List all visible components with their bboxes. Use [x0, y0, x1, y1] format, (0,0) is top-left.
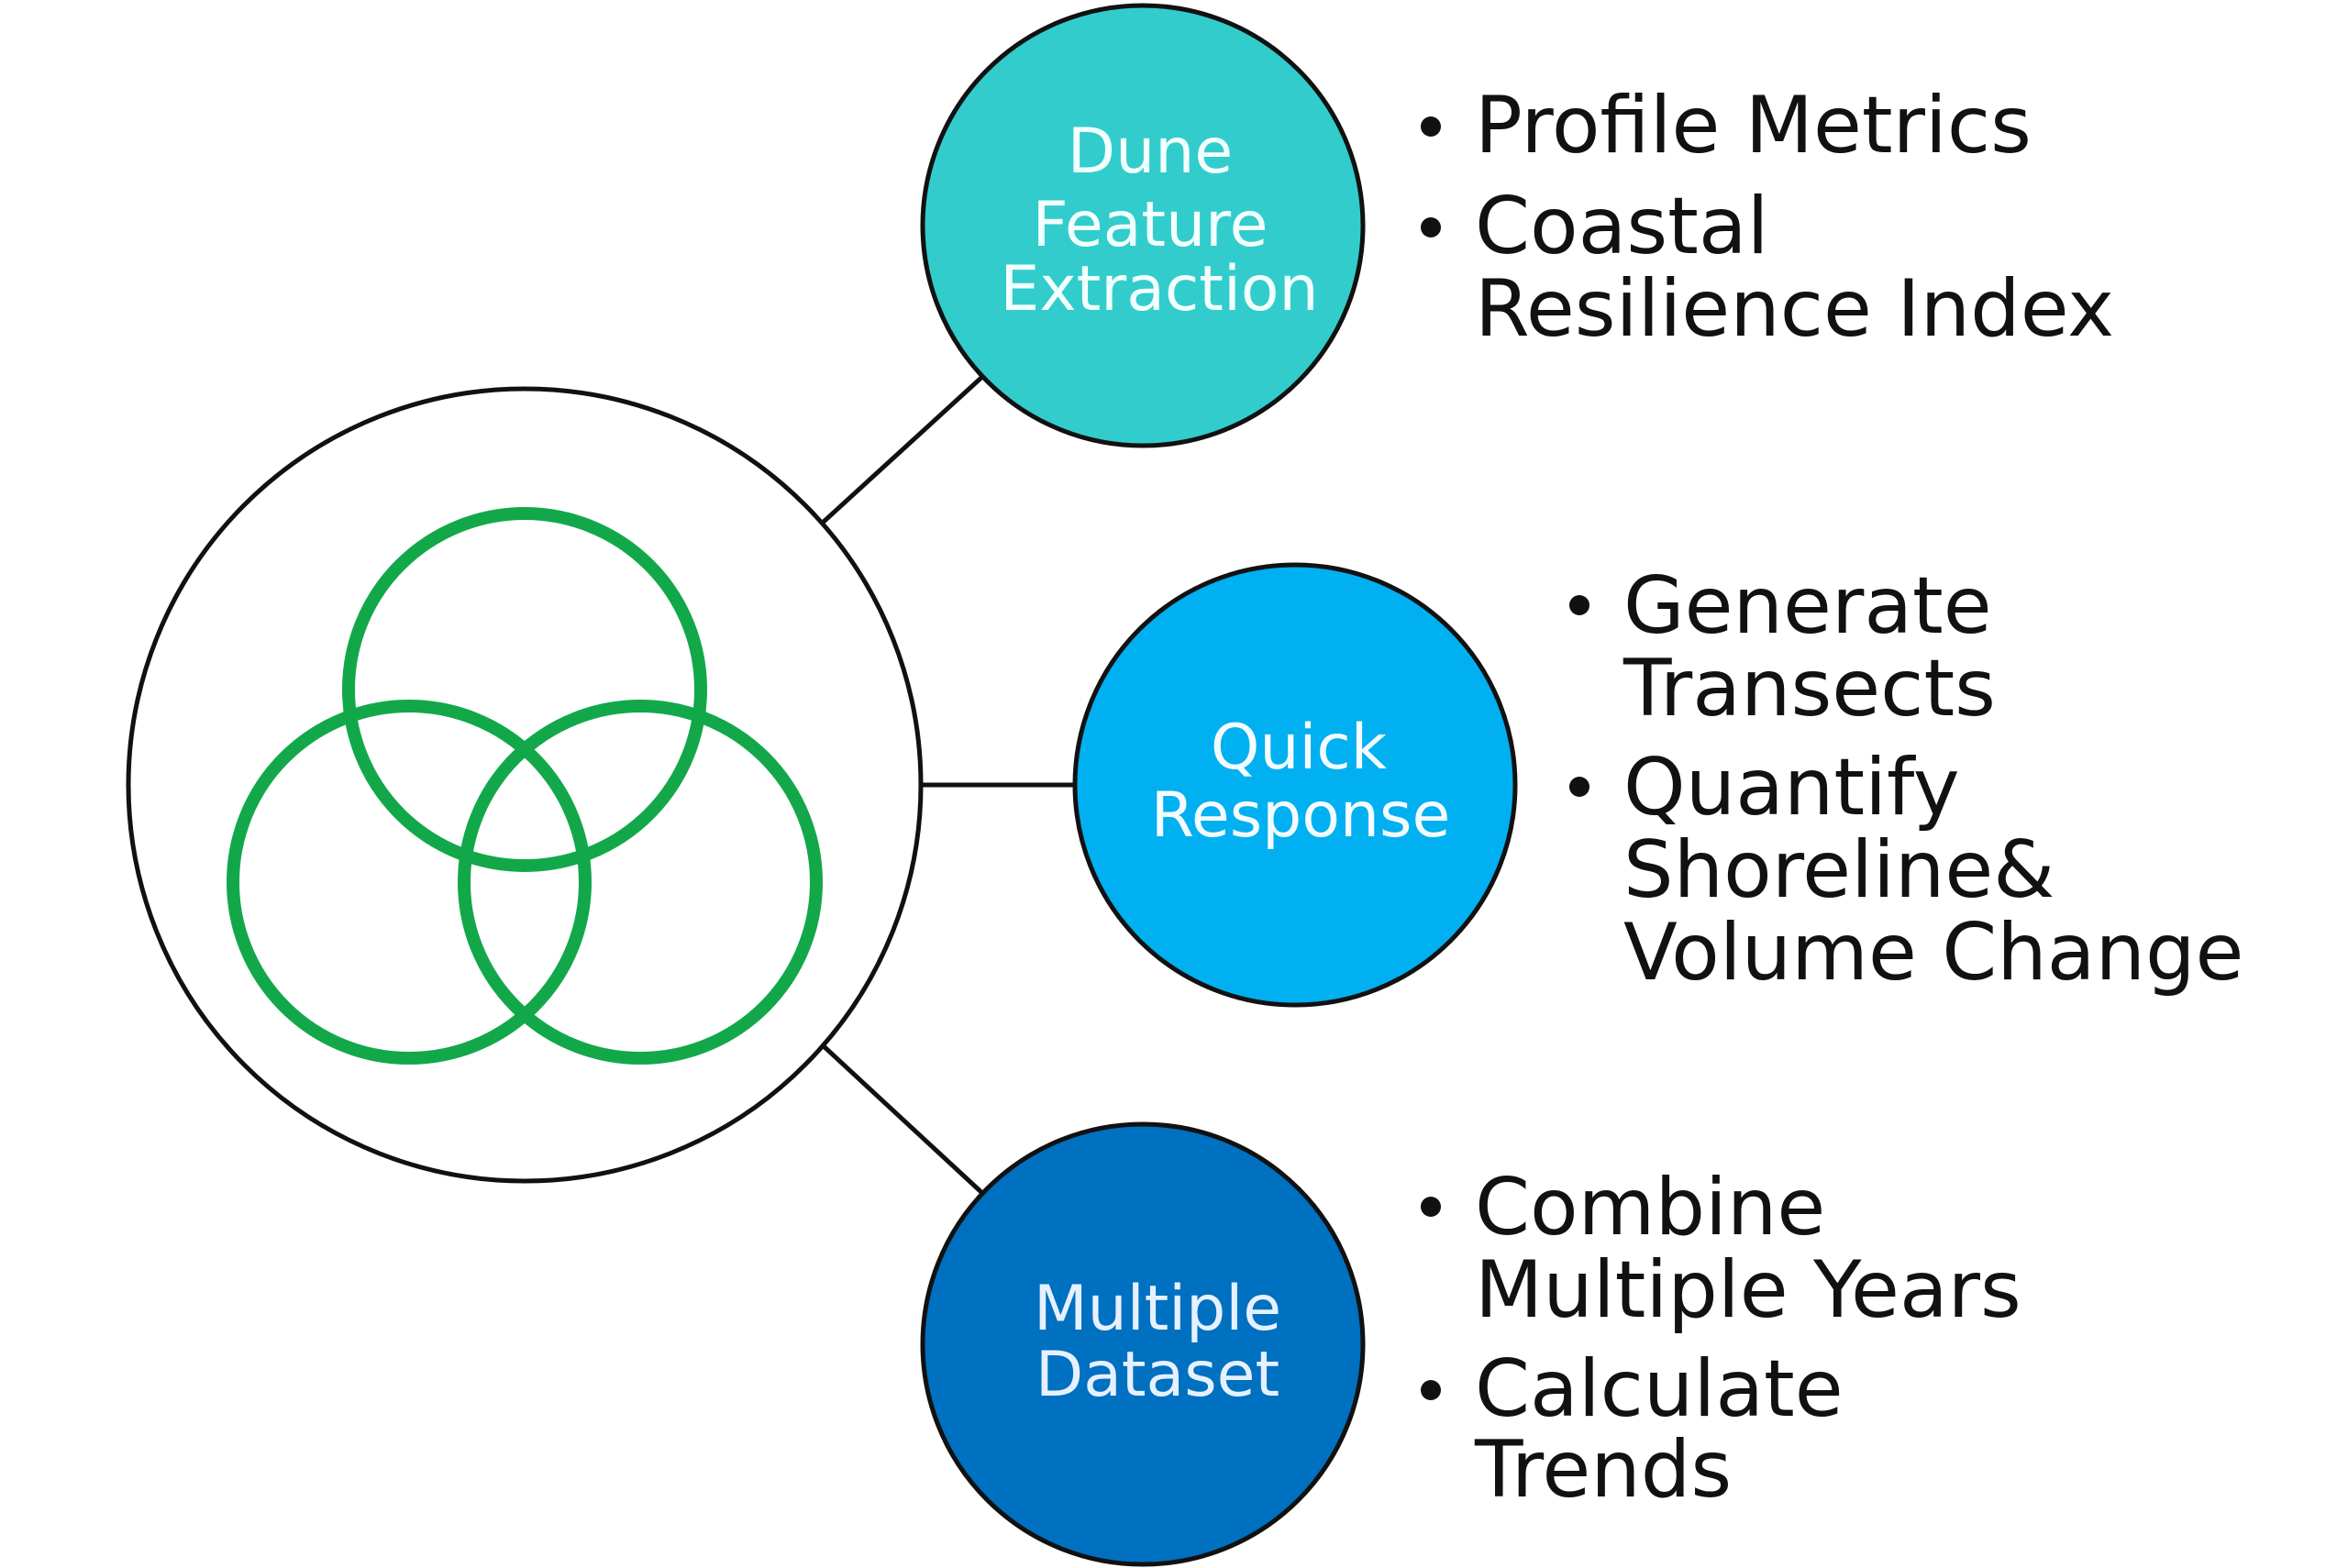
connector-dune-feature-extraction [813, 374, 985, 532]
bullet-text-line: Generate [1623, 560, 1992, 652]
bullet-dot-icon [1569, 595, 1589, 615]
node-multiple-dataset: Multiple Dataset [920, 1121, 1366, 1567]
bullet-text-line: Combine [1475, 1162, 1825, 1253]
bullet-text-line: Coastal [1475, 181, 1768, 272]
bullet-dot-icon [1421, 116, 1441, 137]
node-circle-dune-feature-extraction [920, 3, 1366, 448]
node-label-line: Dune [1068, 116, 1233, 188]
bullet-list-quick-response: Generate Transects Quantify Shoreline& V… [1569, 560, 2243, 999]
bullet-dot-icon [1421, 1197, 1441, 1217]
connector-multiple-dataset [809, 1032, 985, 1196]
bullet-list-dune-feature-extraction: Profile Metrics Coastal Resilience Index [1421, 80, 2114, 355]
bullet-text-line: Transects [1623, 643, 1996, 734]
node-label-line: Response [1151, 779, 1451, 852]
node-circle-multiple-dataset [920, 1121, 1366, 1567]
venn-ring-left [227, 700, 592, 1065]
node-quick-response: Quick Response [1072, 562, 1518, 1008]
bullet-item: Calculate Trends [1421, 1343, 1844, 1516]
bullet-dot-icon [1421, 217, 1441, 237]
bullet-item: Quantify Shoreline& Volume Change [1569, 742, 2243, 999]
venn-three-rings-icon [227, 507, 823, 1065]
node-label-line: Multiple [1034, 1273, 1281, 1345]
bullet-dot-icon [1569, 777, 1589, 797]
hub [126, 386, 924, 1184]
bullet-text-line: Quantify [1623, 742, 1960, 834]
node-circle-quick-response [1072, 562, 1518, 1008]
bullet-text-line: Multiple Years [1475, 1244, 2021, 1336]
bullet-item: Combine Multiple Years [1421, 1162, 2021, 1336]
node-label-line: Dataset [1036, 1339, 1279, 1411]
node-dune-feature-extraction: Dune Feature Extraction [920, 3, 1366, 448]
bullet-item: Profile Metrics [1421, 80, 2032, 171]
bullet-item: Coastal Resilience Index [1421, 181, 2114, 355]
bullet-text-line: Shoreline& [1623, 824, 2054, 916]
bullet-text-line: Volume Change [1623, 907, 2243, 999]
venn-ring-right [458, 700, 823, 1065]
venn-ring-top [342, 507, 707, 872]
node-label-line: Quick [1211, 712, 1388, 784]
bullet-item: Generate Transects [1569, 560, 1996, 734]
node-label-line: Feature [1033, 189, 1268, 261]
bullet-text-line: Trends [1474, 1424, 1732, 1516]
bullet-text-line: Resilience Index [1475, 263, 2114, 355]
bullet-text-line: Profile Metrics [1475, 80, 2032, 171]
hub-circle [126, 386, 924, 1184]
bullet-text-line: Calculate [1475, 1343, 1844, 1435]
node-label-line: Extraction [1000, 253, 1318, 326]
bullet-dot-icon [1421, 1380, 1441, 1400]
bullet-list-multiple-dataset: Combine Multiple Years Calculate Trends [1421, 1162, 2021, 1516]
